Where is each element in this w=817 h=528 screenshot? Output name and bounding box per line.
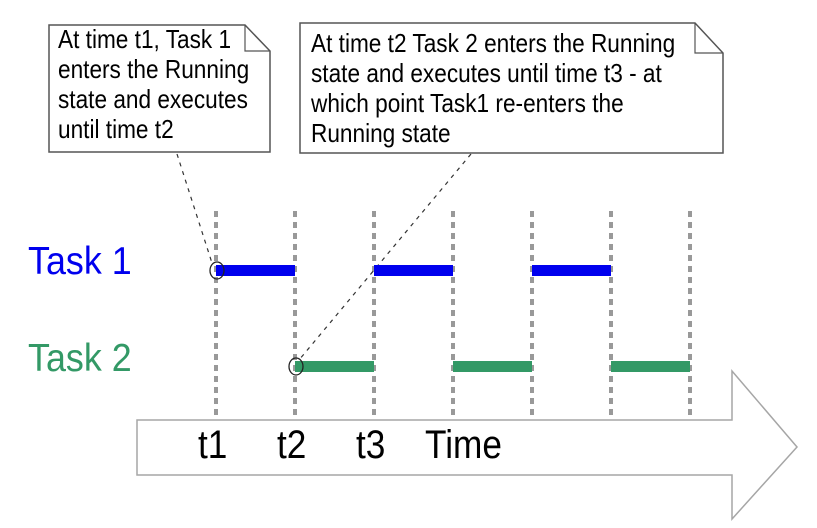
callout1-leader-line bbox=[176, 153, 213, 264]
time-axis-arrow bbox=[136, 368, 798, 521]
task1-label: Task 1 bbox=[28, 240, 132, 283]
time-axis-label: Time bbox=[425, 423, 502, 467]
note2-text: At time t2 Task 2 enters the Running sta… bbox=[311, 28, 676, 148]
note2-folded-corner bbox=[694, 23, 723, 54]
tick-label-t3: t3 bbox=[356, 423, 386, 467]
note1-shape bbox=[48, 24, 271, 153]
tick-label-t1: t1 bbox=[198, 423, 228, 467]
tick-label-t2: t2 bbox=[277, 423, 307, 467]
task2-label: Task 2 bbox=[28, 337, 132, 380]
event-marker-1 bbox=[209, 261, 225, 280]
task1-bar-1 bbox=[216, 265, 295, 276]
task1-bar-3 bbox=[532, 265, 611, 276]
note1-text: At time t1, Task 1 enters the Running st… bbox=[58, 24, 250, 144]
task1-bar-2 bbox=[374, 265, 453, 276]
event-marker-2 bbox=[288, 357, 304, 376]
task-bars bbox=[216, 265, 690, 372]
task2-bar-3 bbox=[611, 361, 690, 372]
time-gridlines bbox=[214, 211, 692, 420]
task2-bar-2 bbox=[453, 361, 532, 372]
callout2-leader-line bbox=[298, 153, 472, 361]
event-markers bbox=[209, 261, 304, 376]
note2-shape bbox=[299, 22, 724, 154]
note1-folded-corner bbox=[244, 25, 270, 52]
task2-bar-1 bbox=[295, 361, 374, 372]
